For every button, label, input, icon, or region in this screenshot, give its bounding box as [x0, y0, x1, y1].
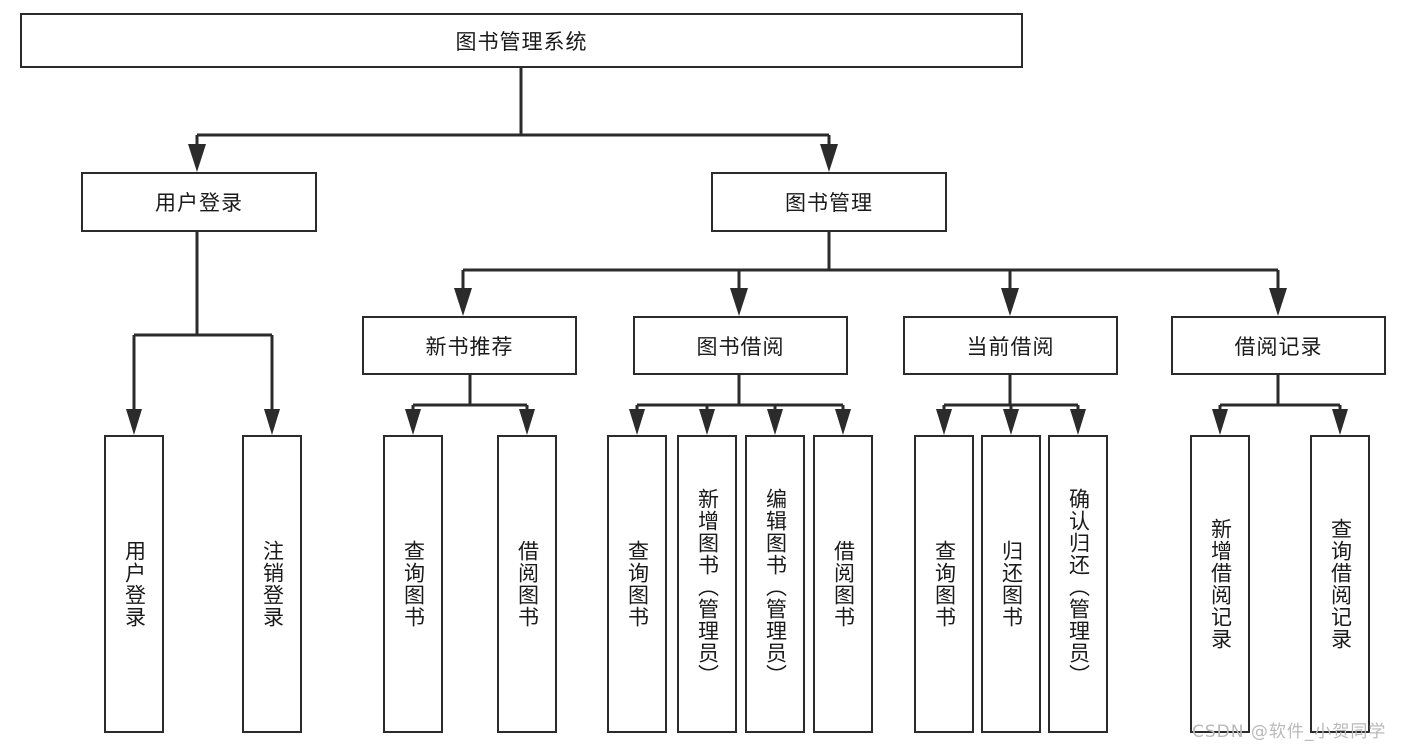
leaf-user-login-login[interactable]: 用户登录: [104, 435, 164, 733]
node-borrow-record-label: 借阅记录: [1234, 334, 1323, 359]
leaf-borrow-edit-book[interactable]: 编辑图书（管理员）: [745, 435, 805, 733]
leaf-new-book-borrow[interactable]: 借阅图书: [497, 435, 557, 733]
watermark: CSDN @软件_小贺同学: [1192, 722, 1387, 742]
node-book-management[interactable]: 图书管理: [711, 172, 947, 232]
node-root[interactable]: 图书管理系统: [20, 13, 1023, 68]
leaf-label: 注销登录: [260, 540, 285, 628]
leaf-label: 确认归还（管理员）: [1066, 488, 1091, 686]
leaf-label: 查询图书: [625, 540, 650, 628]
leaf-borrow-add-book[interactable]: 新增图书（管理员）: [677, 435, 737, 733]
leaf-label: 借阅图书: [515, 540, 540, 628]
leaf-borrow-borrow-book[interactable]: 借阅图书: [813, 435, 873, 733]
leaf-record-add[interactable]: 新增借阅记录: [1190, 435, 1250, 733]
leaf-current-query-book[interactable]: 查询图书: [914, 435, 974, 733]
leaf-record-query[interactable]: 查询借阅记录: [1310, 435, 1370, 733]
node-user-login-label: 用户登录: [155, 191, 243, 215]
node-borrow-record[interactable]: 借阅记录: [1171, 316, 1386, 375]
node-root-label: 图书管理系统: [455, 29, 588, 54]
leaf-current-return-book[interactable]: 归还图书: [981, 435, 1041, 733]
node-current-borrow[interactable]: 当前借阅: [903, 316, 1118, 375]
leaf-label: 新增借阅记录: [1208, 518, 1233, 650]
leaf-label: 查询图书: [932, 540, 957, 628]
leaf-label: 归还图书: [999, 540, 1024, 628]
node-book-borrow-label: 图书借阅: [696, 334, 785, 359]
leaf-new-book-query[interactable]: 查询图书: [383, 435, 443, 733]
leaf-label: 借阅图书: [831, 540, 856, 628]
leaf-label: 查询借阅记录: [1328, 518, 1353, 650]
leaf-label: 编辑图书（管理员）: [763, 488, 788, 686]
leaf-user-login-logout[interactable]: 注销登录: [242, 435, 302, 733]
leaf-label: 新增图书（管理员）: [695, 488, 720, 686]
leaf-current-confirm-return[interactable]: 确认归还（管理员）: [1048, 435, 1108, 733]
node-new-book-recommend-label: 新书推荐: [425, 334, 514, 359]
leaf-label: 查询图书: [401, 540, 426, 628]
leaf-borrow-query-book[interactable]: 查询图书: [607, 435, 667, 733]
node-current-borrow-label: 当前借阅: [966, 334, 1055, 359]
leaf-label: 用户登录: [122, 540, 147, 628]
node-new-book-recommend[interactable]: 新书推荐: [362, 316, 577, 375]
node-book-management-label: 图书管理: [785, 191, 873, 215]
node-book-borrow[interactable]: 图书借阅: [633, 316, 848, 375]
node-user-login[interactable]: 用户登录: [81, 172, 317, 232]
